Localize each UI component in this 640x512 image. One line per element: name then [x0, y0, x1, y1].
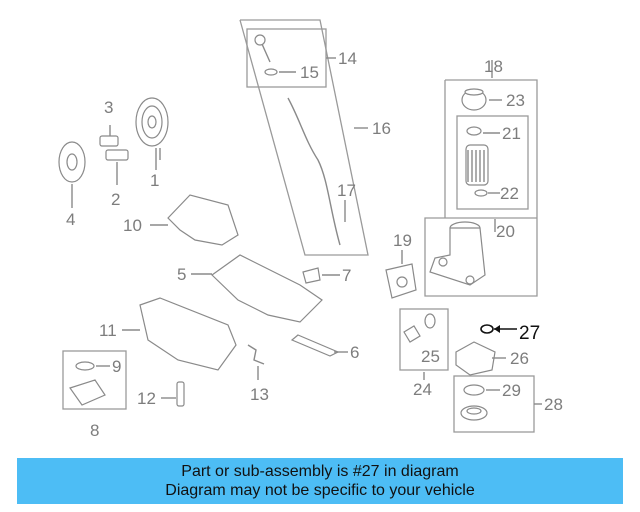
dipstick — [254, 34, 341, 246]
oil-pickup-tube — [69, 379, 106, 406]
lower-oil-pan — [139, 297, 237, 371]
callout-26: 26 — [510, 349, 529, 368]
callout-9: 9 — [112, 357, 121, 376]
callout-23: 23 — [506, 91, 525, 110]
seal-ring-part-27 — [480, 324, 494, 334]
bracket — [247, 344, 265, 365]
callout-16: 16 — [372, 119, 391, 138]
caption-line-1: Part or sub-assembly is #27 in diagram — [181, 463, 459, 480]
drain-plug — [302, 267, 321, 284]
callout-14: 14 — [338, 49, 357, 68]
oil-filter-element — [465, 144, 489, 186]
callout-4: 4 — [66, 210, 75, 229]
pressure-switch-box — [399, 308, 449, 371]
callout-2: 2 — [111, 190, 120, 209]
callout-24: 24 — [413, 380, 432, 399]
callout-25: 25 — [421, 347, 440, 366]
callout-21: 21 — [502, 124, 521, 143]
upper-oil-pan — [211, 254, 323, 323]
callout-5: 5 — [177, 265, 186, 284]
pickup-tube-box — [62, 350, 127, 410]
callout-13: 13 — [250, 385, 269, 404]
callout-22: 22 — [500, 184, 519, 203]
callout-17: 17 — [337, 181, 356, 200]
callout-6: 6 — [350, 343, 359, 362]
callout-12: 12 — [137, 389, 156, 408]
oil-filter-housing-frame — [424, 79, 538, 297]
callout-19: 19 — [393, 231, 412, 250]
thermostat-box — [453, 375, 535, 433]
callout-28: 28 — [544, 395, 563, 414]
callout-15: 15 — [300, 63, 319, 82]
gasket — [290, 334, 340, 357]
oil-filter-box — [456, 115, 529, 210]
callout-1: 1 — [150, 171, 159, 190]
crankshaft-pulley-group — [58, 97, 169, 208]
callout-18: 18 — [484, 57, 503, 76]
dipstick-group-frame — [239, 19, 369, 256]
parts-diagram: 1 2 3 4 14 15 16 17 10 5 7 11 6 13 12 9 — [58, 19, 563, 440]
callout-7: 7 — [342, 266, 351, 285]
callout-27: 27 — [519, 323, 540, 344]
callout-29: 29 — [502, 381, 521, 400]
filter-cap — [461, 88, 487, 111]
callout-11: 11 — [99, 321, 117, 340]
caption-banner: Part or sub-assembly is #27 in diagram D… — [17, 458, 623, 504]
filter-housing — [429, 221, 486, 286]
oil-pressure-switch — [403, 325, 421, 343]
callout-3: 3 — [104, 98, 113, 117]
bolt — [176, 381, 185, 407]
oil-baffle — [167, 194, 239, 246]
callout-10: 10 — [123, 216, 142, 235]
callout-8: 8 — [90, 421, 99, 440]
callout-20: 20 — [496, 222, 515, 241]
oil-cooler — [455, 341, 496, 376]
caption-line-2: Diagram may not be specific to your vehi… — [165, 482, 475, 499]
